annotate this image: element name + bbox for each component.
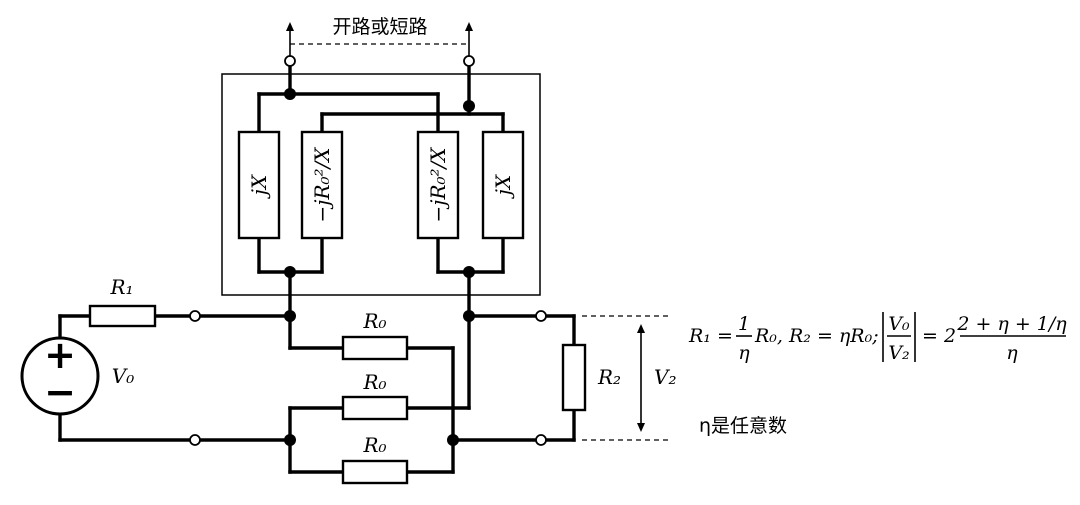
svg-text:−jR₀²/X: −jR₀²/X bbox=[426, 147, 450, 223]
terminal-output-top bbox=[535, 310, 547, 322]
svg-text:+: + bbox=[44, 333, 76, 377]
resistor-r1: R₁ bbox=[88, 275, 157, 328]
terminal-source-top bbox=[189, 310, 201, 322]
svg-text:V₂: V₂ bbox=[654, 365, 676, 389]
terminal-output-bottom bbox=[535, 434, 547, 446]
design-formula: R₁ = 1 η R₀, R₂ = ηR₀; V₀ V₂ = 2 2 + η +… bbox=[688, 312, 1067, 364]
svg-text:R₀: R₀ bbox=[362, 370, 386, 394]
element-neg-left: −jR₀²/X bbox=[300, 130, 344, 240]
svg-text:R₀: R₀ bbox=[362, 309, 386, 333]
svg-text:V₀: V₀ bbox=[888, 313, 910, 335]
v2-indicator: V₂ bbox=[637, 324, 676, 432]
svg-text:R₁ =: R₁ = bbox=[688, 325, 733, 347]
terminal-top-right bbox=[463, 55, 475, 67]
element-jx-left: jX bbox=[237, 130, 281, 240]
svg-text:R₂: R₂ bbox=[597, 365, 621, 389]
resistor-r0-middle: R₀ bbox=[341, 370, 409, 421]
svg-text:η: η bbox=[738, 342, 750, 364]
open-short-label: 开路或短路 bbox=[332, 16, 427, 38]
svg-text:−: − bbox=[44, 370, 76, 414]
svg-text:jX: jX bbox=[491, 174, 515, 199]
svg-text:2 + η + 1/η: 2 + η + 1/η bbox=[956, 313, 1067, 335]
svg-text:η: η bbox=[1006, 342, 1018, 364]
resistor-r0-bottom: R₀ bbox=[341, 433, 409, 485]
svg-text:= 2: = 2 bbox=[922, 325, 956, 347]
svg-text:1: 1 bbox=[738, 313, 750, 335]
terminal-top-left bbox=[284, 55, 296, 67]
network-box bbox=[221, 73, 541, 296]
svg-text:V₂: V₂ bbox=[888, 342, 909, 364]
svg-text:−jR₀²/X: −jR₀²/X bbox=[310, 147, 334, 223]
svg-text:R₁: R₁ bbox=[109, 275, 133, 299]
eta-note: η是任意数 bbox=[699, 415, 787, 437]
svg-text:V₀: V₀ bbox=[112, 364, 134, 388]
resistor-r2: R₂ bbox=[561, 343, 621, 412]
svg-text:jX: jX bbox=[247, 174, 271, 199]
element-jx-right: jX bbox=[481, 130, 525, 240]
voltage-source-v0: + − V₀ bbox=[20, 333, 134, 416]
open-short-terminals: 开路或短路 bbox=[286, 16, 473, 58]
svg-text:R₀, R₂ = ηR₀;: R₀, R₂ = ηR₀; bbox=[754, 325, 879, 347]
element-neg-right: −jR₀²/X bbox=[416, 130, 460, 240]
resistor-r0-top: R₀ bbox=[341, 309, 409, 361]
terminal-source-bottom bbox=[189, 434, 201, 446]
svg-text:R₀: R₀ bbox=[362, 433, 386, 457]
